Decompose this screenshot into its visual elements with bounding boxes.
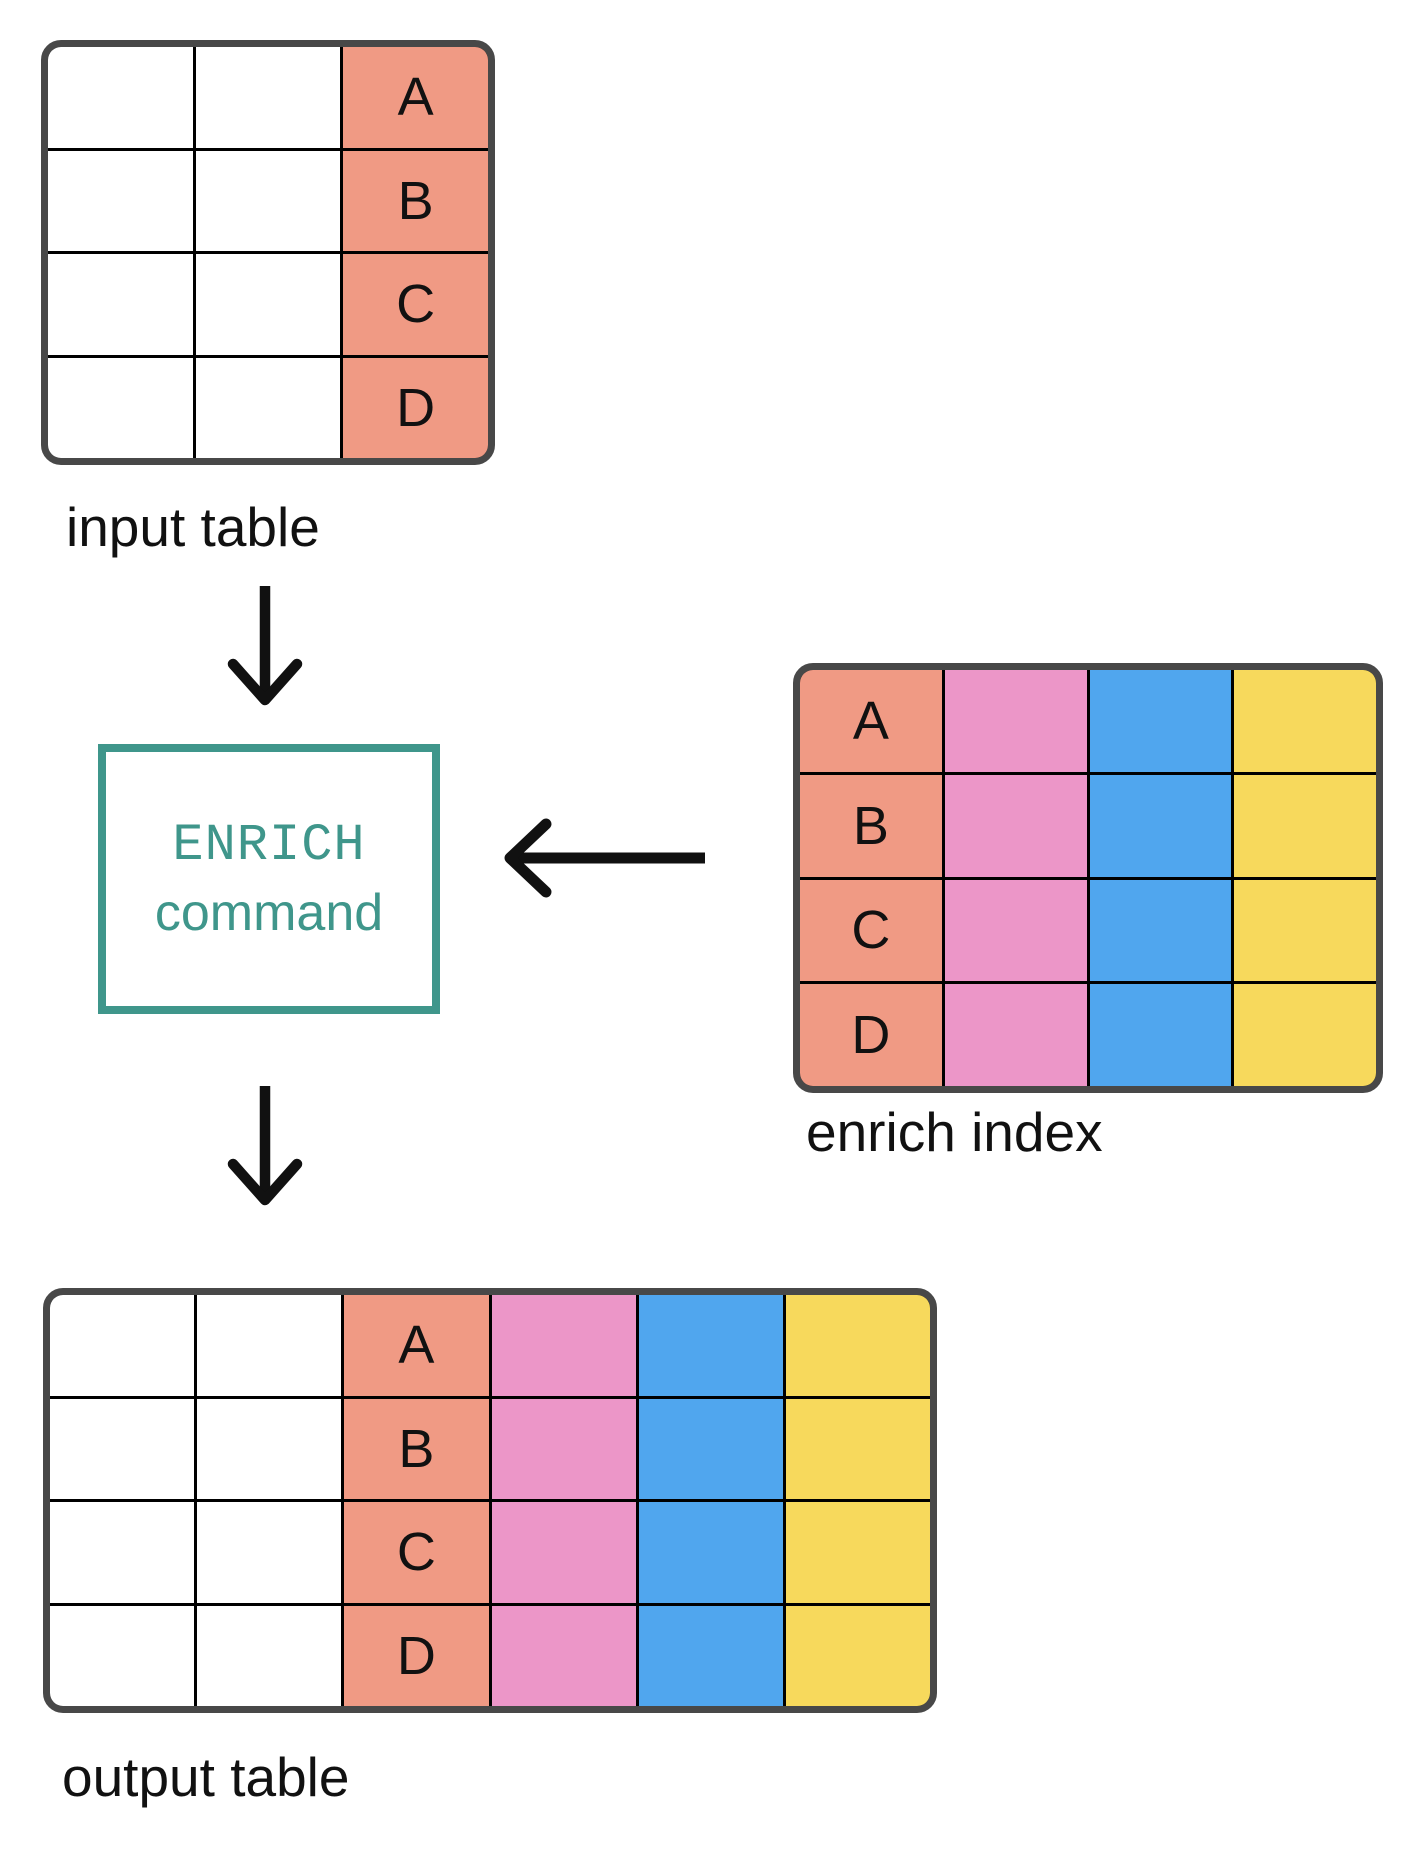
arrow-down-icon [227, 586, 303, 706]
input-table-label: input table [66, 496, 320, 558]
cell-blank [197, 1502, 342, 1603]
cell-yellow [785, 1605, 930, 1706]
cell-pink [491, 1295, 636, 1396]
cell-blank [197, 1398, 342, 1499]
cell-key: A [344, 1295, 489, 1396]
cell-yellow [785, 1398, 930, 1499]
cell-pink [491, 1502, 636, 1603]
cell-blue [638, 1605, 783, 1706]
cell-yellow [1234, 984, 1376, 1086]
cell-yellow [1234, 879, 1376, 982]
cell-blank [48, 150, 193, 251]
cell-pink [944, 774, 1087, 877]
cell-blank [50, 1605, 195, 1706]
cell-blank [48, 47, 193, 148]
arrow-left-icon [504, 818, 705, 898]
cell-blue [1089, 879, 1232, 982]
enrich-index-label: enrich index [806, 1101, 1103, 1163]
cell-pink [491, 1398, 636, 1499]
cell-key: D [344, 1605, 489, 1706]
cell-pink [944, 670, 1087, 772]
cell-blank [50, 1502, 195, 1603]
cell-blue [1089, 984, 1232, 1086]
cell-blank [197, 1605, 342, 1706]
cell-blank [195, 47, 341, 148]
cell-yellow [1234, 670, 1376, 772]
enrich-command-box: ENRICH command [98, 744, 440, 1014]
cell-key: C [343, 254, 488, 355]
enrich-index-table: A B C D [793, 663, 1383, 1093]
cell-pink [491, 1605, 636, 1706]
cell-yellow [1234, 774, 1376, 877]
cell-key: A [343, 47, 488, 148]
cell-blue [1089, 670, 1232, 772]
cell-pink [944, 984, 1087, 1086]
cell-blank [195, 150, 341, 251]
cell-blank [50, 1398, 195, 1499]
cell-blue [638, 1502, 783, 1603]
cell-blank [195, 357, 341, 458]
cell-blue [638, 1295, 783, 1396]
cell-key: C [800, 879, 942, 982]
output-table-label: output table [62, 1746, 350, 1808]
cell-blank [50, 1295, 195, 1396]
cell-blank [197, 1295, 342, 1396]
cell-key: B [344, 1398, 489, 1499]
cell-key: D [343, 357, 488, 458]
cell-blank [48, 254, 193, 355]
cell-key: B [800, 774, 942, 877]
cell-blue [638, 1398, 783, 1499]
cell-yellow [785, 1295, 930, 1396]
cell-pink [944, 879, 1087, 982]
cell-yellow [785, 1502, 930, 1603]
cell-key: D [800, 984, 942, 1086]
output-table: A B C D [43, 1288, 937, 1713]
cell-blue [1089, 774, 1232, 877]
enrich-command-keyword: ENRICH [172, 815, 366, 875]
input-table: A B C D [41, 40, 495, 465]
cell-key: A [800, 670, 942, 772]
enrich-command-word: command [154, 883, 384, 942]
cell-key: B [343, 150, 488, 251]
cell-blank [195, 254, 341, 355]
cell-key: C [344, 1502, 489, 1603]
arrow-down-icon [227, 1086, 303, 1206]
cell-blank [48, 357, 193, 458]
